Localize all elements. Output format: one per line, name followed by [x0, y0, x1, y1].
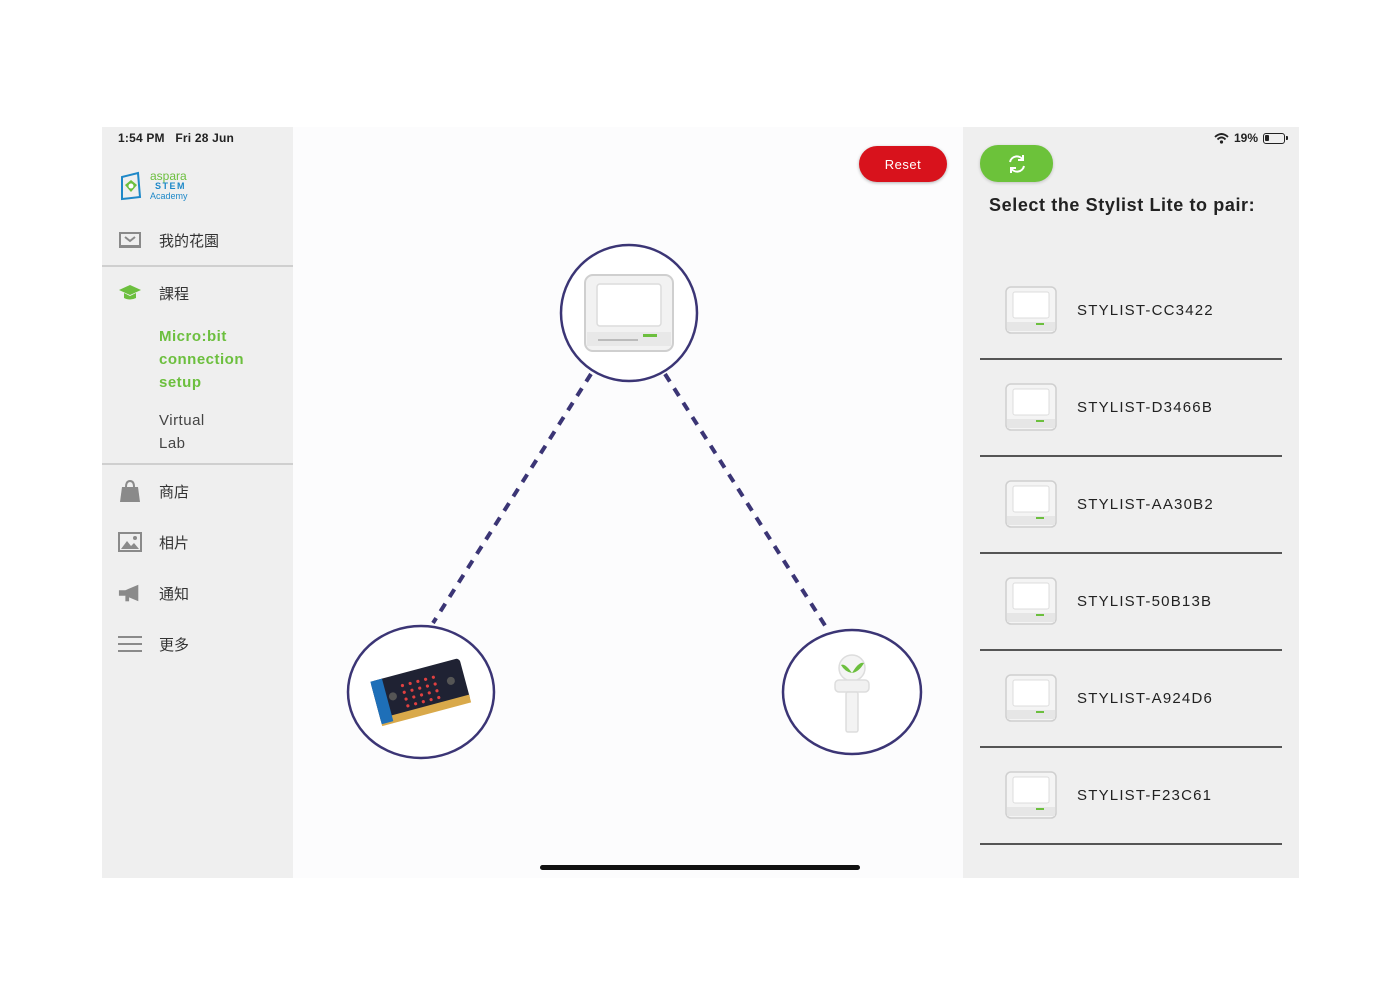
device-name: STYLIST-A924D6 — [1077, 690, 1214, 707]
device-row-f23c61[interactable]: STYLIST-F23C61 — [980, 748, 1282, 845]
sidebar-item-shop[interactable]: 商店 — [102, 479, 293, 503]
link-stylist-to-sensor — [663, 372, 828, 629]
graduation-cap-icon — [118, 282, 142, 304]
link-stylist-to-microbit — [431, 372, 593, 625]
course-item-line: setup — [159, 374, 202, 391]
device-row-d3466b[interactable]: STYLIST-D3466B — [980, 360, 1282, 457]
course-item-line: connection — [159, 351, 245, 368]
stylist-device-icon — [1005, 577, 1057, 625]
sidebar-item-label: 課程 — [159, 285, 190, 303]
garden-icon — [118, 229, 142, 251]
course-item-line: Micro:bit — [159, 328, 227, 345]
megaphone-icon — [118, 582, 142, 604]
device-list: STYLIST-CC3422 STYLIST-D3466B STYLIST-AA… — [980, 263, 1282, 845]
stylist-device-icon — [1005, 286, 1057, 334]
shopping-bag-icon — [118, 479, 142, 502]
app-logo[interactable]: aspara STEM Academy — [118, 169, 188, 201]
sidebar: 1:54 PM Fri 28 Jun aspara STEM Academy 我… — [102, 127, 293, 878]
logo-text-stem: STEM — [155, 181, 187, 191]
microbit-board[interactable] — [346, 624, 496, 760]
panel-title: Select the Stylist Lite to pair: — [989, 195, 1256, 215]
device-row-50b13b[interactable]: STYLIST-50B13B — [980, 554, 1282, 651]
logo-text-aspara: aspara — [150, 169, 187, 183]
device-name: STYLIST-D3466B — [1077, 399, 1214, 416]
device-name: STYLIST-AA30B2 — [1077, 496, 1214, 513]
status-date: Fri 28 Jun — [175, 131, 235, 145]
aspara-logo-icon — [121, 171, 142, 201]
course-item-virtual-lab[interactable]: Virtual Lab — [159, 409, 205, 455]
course-item-line: Virtual — [159, 412, 205, 429]
main-area: Reset — [293, 127, 963, 878]
menu-icon — [118, 633, 142, 655]
sidebar-item-courses[interactable]: 課程 — [102, 281, 293, 305]
sidebar-divider — [102, 265, 293, 267]
connection-diagram — [346, 243, 923, 760]
sidebar-item-garden[interactable]: 我的花園 — [102, 228, 293, 252]
sidebar-item-notifications[interactable]: 通知 — [102, 581, 293, 605]
reset-button[interactable]: Reset — [859, 146, 947, 182]
sidebar-item-more[interactable]: 更多 — [102, 632, 293, 656]
home-indicator[interactable] — [540, 865, 860, 870]
sidebar-item-label: 相片 — [159, 534, 190, 552]
device-name: STYLIST-50B13B — [1077, 593, 1213, 610]
refresh-button[interactable] — [980, 145, 1053, 182]
stylist-device-icon — [1005, 771, 1057, 819]
logo-text-academy: Academy — [150, 191, 188, 201]
device-row-cc3422[interactable]: STYLIST-CC3422 — [980, 263, 1282, 360]
sidebar-item-photos[interactable]: 相片 — [102, 530, 293, 554]
wifi-icon — [1214, 132, 1229, 144]
battery-icon — [1263, 132, 1288, 144]
device-name: STYLIST-CC3422 — [1077, 302, 1214, 319]
sidebar-item-label: 我的花園 — [159, 232, 220, 250]
photo-icon — [118, 531, 142, 553]
battery-percentage: 19% — [1233, 131, 1258, 145]
tablet-screen: 1:54 PM Fri 28 Jun aspara STEM Academy 我… — [102, 127, 1299, 878]
device-row-a924d6[interactable]: STYLIST-A924D6 — [980, 651, 1282, 748]
sidebar-divider — [102, 463, 293, 465]
device-panel: 19% Select the Stylist Lite to pair: STY… — [963, 127, 1299, 878]
plant-sensor-icon — [834, 654, 870, 733]
stylist-device-icon — [584, 274, 674, 352]
status-time: 1:54 PM Fri 28 Jun — [118, 131, 234, 145]
device-row-aa30b2[interactable]: STYLIST-AA30B2 — [980, 457, 1282, 554]
stylist-device-icon — [1005, 480, 1057, 528]
stylist-device-icon — [1005, 383, 1057, 431]
status-bar-right: 19% — [1214, 131, 1288, 145]
course-item-microbit-setup[interactable]: Micro:bit connection setup — [159, 325, 244, 394]
sidebar-item-label: 通知 — [159, 585, 190, 603]
sidebar-item-label: 更多 — [159, 636, 190, 654]
device-name: STYLIST-F23C61 — [1077, 787, 1213, 804]
microbit-icon — [370, 658, 472, 727]
course-item-line: Lab — [159, 435, 186, 452]
status-clock: 1:54 PM — [118, 131, 165, 145]
stylist-lite-device[interactable] — [559, 243, 699, 383]
refresh-icon — [1008, 154, 1025, 173]
plant-sensor[interactable] — [781, 628, 923, 756]
sidebar-item-label: 商店 — [159, 483, 190, 501]
stylist-device-icon — [1005, 674, 1057, 722]
